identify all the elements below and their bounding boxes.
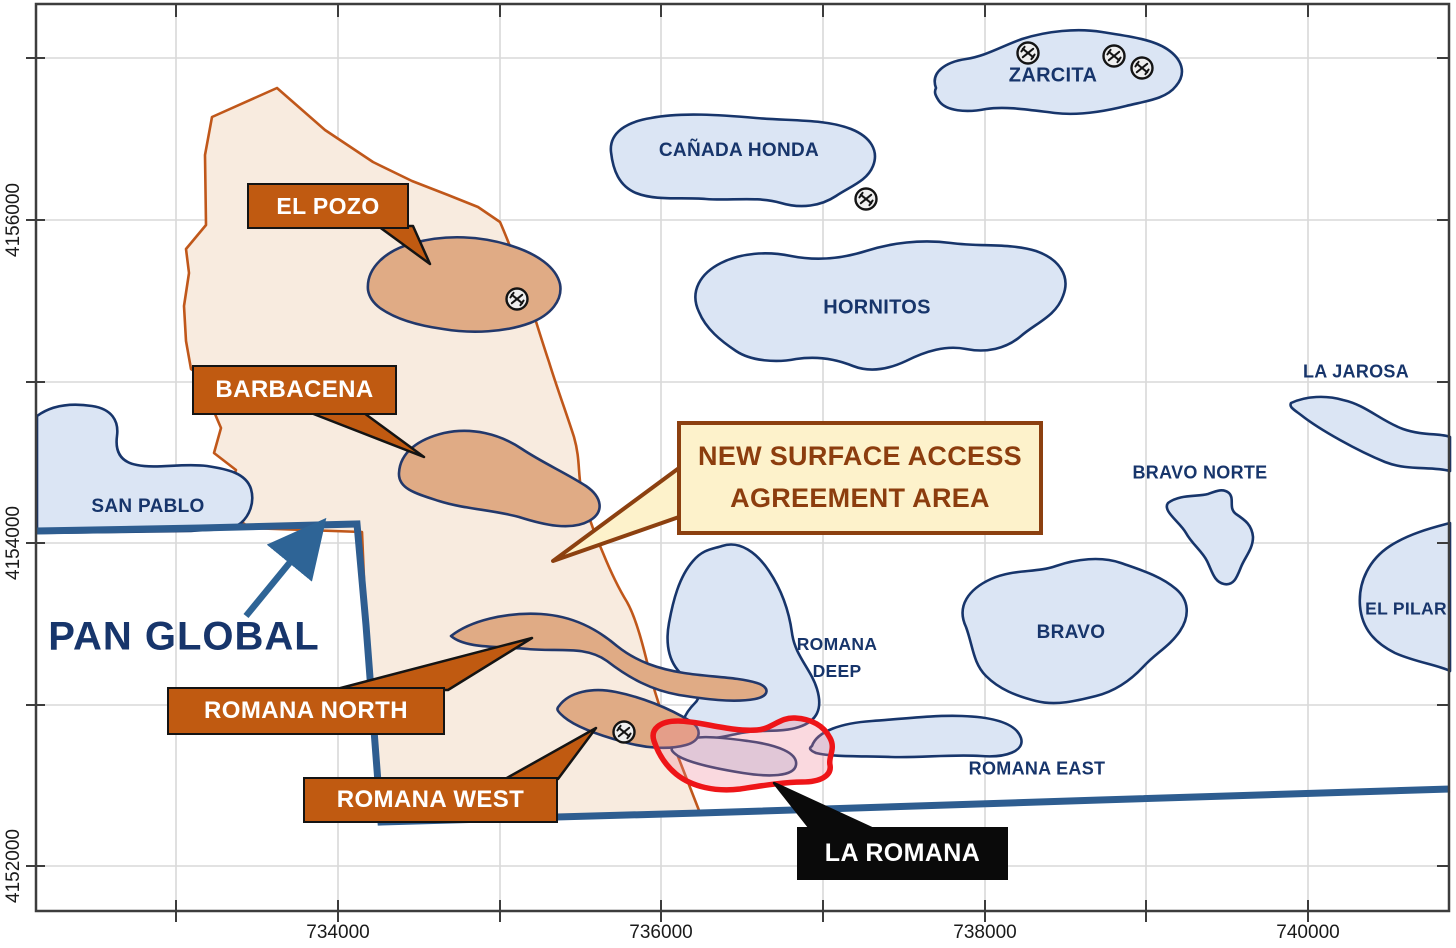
el-pilar-label: EL PILAR	[1365, 598, 1447, 619]
pan-global-label: PAN GLOBAL	[48, 614, 320, 659]
romana-west-target-area	[556, 688, 700, 750]
la-romana-deposit-outline	[650, 715, 835, 793]
romana-east-label: ROMANA EAST	[968, 758, 1106, 779]
mine-icon	[1130, 56, 1154, 80]
romana-deep-label-line1: ROMANA	[796, 633, 878, 654]
bravo-label: BRAVO	[1036, 622, 1106, 643]
bravo-norte-label: BRAVO NORTE	[1132, 462, 1268, 483]
el-pozo-callout-box: EL POZO	[247, 183, 409, 229]
map-frame	[34, 2, 1451, 913]
mine-icon	[854, 187, 878, 211]
romana-east-area	[808, 714, 1023, 759]
y-axis-label-4156000: 4156000	[3, 183, 24, 257]
mine-icon	[1102, 44, 1126, 68]
callout-pointers	[309, 224, 880, 833]
el-pozo-target-area	[366, 235, 562, 333]
la-romana-callout-box: LA ROMANA	[797, 827, 1008, 880]
la-romana-strand-area	[670, 735, 798, 777]
prospect-areas	[35, 28, 1452, 777]
mine-icon	[505, 287, 529, 311]
surface-access-line2: AGREEMENT AREA	[730, 483, 990, 513]
san-pablo-label: SAN PABLO	[91, 496, 205, 517]
romana-north-target-area	[449, 612, 768, 702]
canada-honda-label: CAÑADA HONDA	[658, 140, 820, 161]
x-axis-label-738000: 738000	[953, 922, 1017, 943]
romana-west-callout-box: ROMANA WEST	[303, 777, 558, 823]
zarcita-label: ZARCITA	[1008, 64, 1098, 87]
la-jarosa-area	[1289, 395, 1452, 473]
la-jarosa-label: LA JAROSA	[1302, 361, 1410, 382]
barbacena-callout-box: BARBACENA	[192, 365, 397, 415]
y-axis-label-4152000: 4152000	[3, 829, 24, 903]
el-pilar-area	[1358, 521, 1452, 673]
romana-deep-label-line2: DEEP	[812, 661, 862, 681]
surface-access-annotation-box: NEW SURFACE ACCESS AGREEMENT AREA	[677, 421, 1043, 535]
x-axis-label-734000: 734000	[306, 922, 370, 943]
romana-deep-label: ROMANA DEEP	[797, 631, 878, 685]
canada-honda-area	[609, 113, 877, 208]
axis-ticks	[26, 4, 1450, 922]
mine-icon	[612, 720, 636, 744]
mine-icon	[1016, 41, 1040, 65]
hornitos-label: HORNITOS	[823, 296, 931, 319]
y-axis-label-4154000: 4154000	[3, 506, 24, 580]
barbacena-target-area	[397, 429, 601, 528]
romana-north-callout-box: ROMANA NORTH	[167, 687, 445, 735]
pan-global-arrow	[243, 517, 327, 619]
bravo-norte-area	[1165, 489, 1255, 586]
x-axis-label-740000: 740000	[1276, 922, 1340, 943]
bravo-area	[961, 557, 1188, 705]
san-pablo-area	[35, 403, 254, 535]
hornitos-area	[694, 240, 1067, 371]
surface-access-line1: NEW SURFACE ACCESS	[698, 441, 1022, 472]
x-axis-label-736000: 736000	[629, 922, 693, 943]
